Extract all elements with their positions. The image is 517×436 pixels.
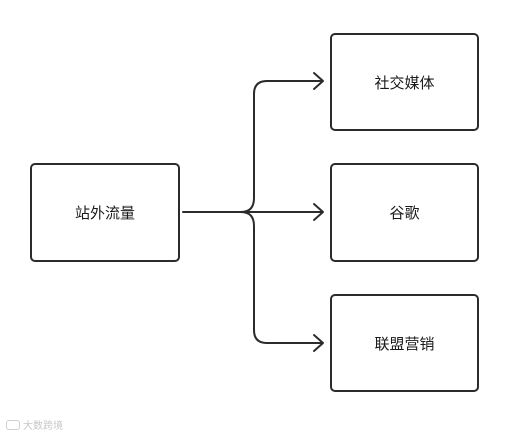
root-node: 站外流量 — [30, 163, 180, 262]
branch-node-social-media-label: 社交媒体 — [374, 73, 435, 92]
branch-node-google-label: 谷歌 — [389, 204, 420, 222]
connector-to-branch-1 — [240, 80, 323, 213]
branch-node-affiliate-marketing: 联盟营销 — [330, 294, 479, 392]
arrowhead-branch-2 — [313, 203, 324, 221]
watermark: 大数跨境 — [6, 417, 63, 432]
branch-node-affiliate-marketing-label: 联盟营销 — [374, 334, 435, 353]
branch-node-social-media: 社交媒体 — [330, 33, 479, 131]
root-node-label: 站外流量 — [74, 204, 135, 222]
watermark-logo-icon — [6, 419, 20, 430]
arrowhead-branch-1 — [313, 72, 324, 90]
watermark-text: 大数跨境 — [23, 421, 63, 432]
arrowhead-branch-3 — [313, 334, 324, 352]
branch-node-google: 谷歌 — [330, 163, 479, 262]
connector-to-branch-3 — [240, 211, 323, 344]
